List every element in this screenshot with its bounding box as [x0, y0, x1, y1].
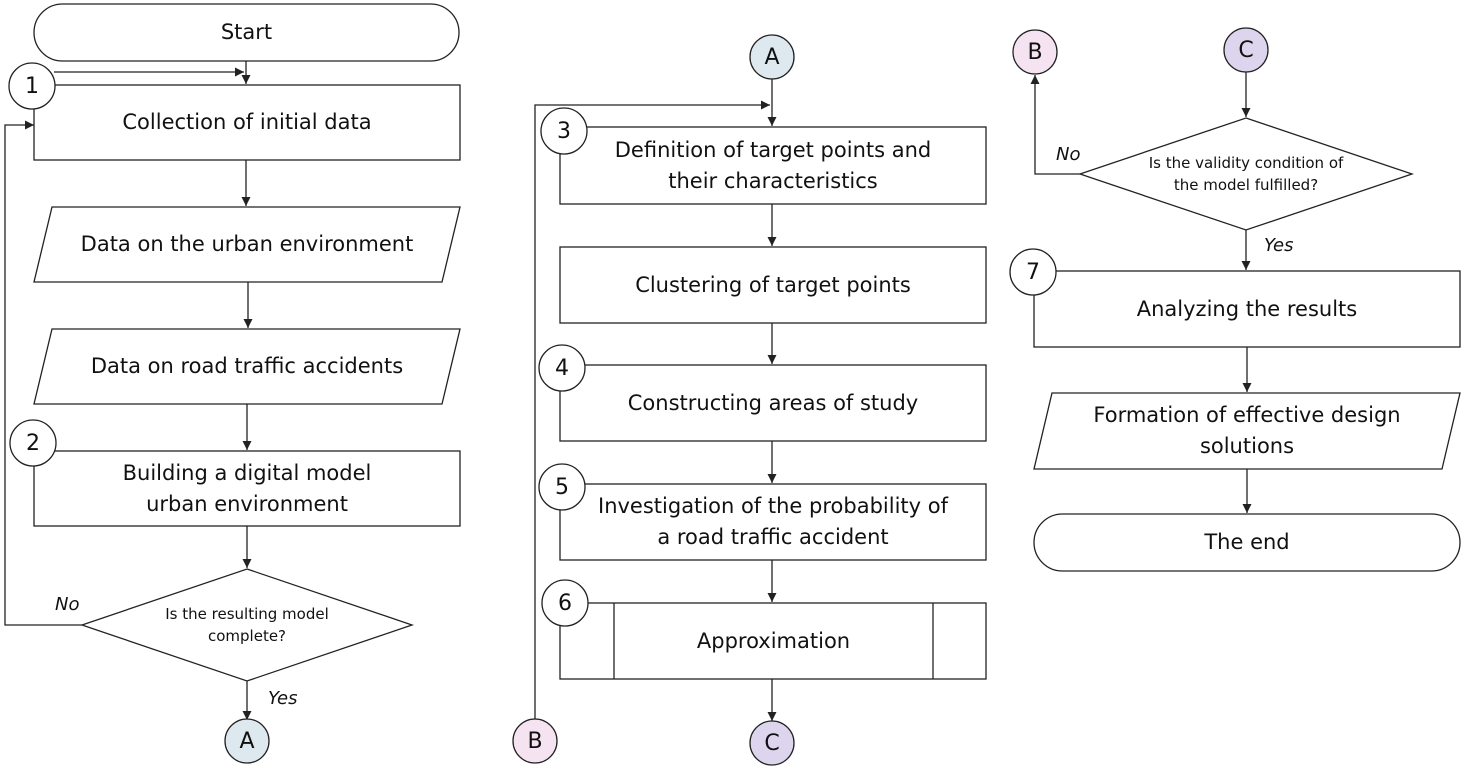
step-1-number: 1 [25, 73, 39, 99]
collect-data-label: Collection of initial data [122, 110, 372, 134]
validity-question: Is the validity condition of the model f… [1148, 154, 1344, 194]
clustering-box [559, 246, 987, 324]
connector-b-bottom [512, 718, 558, 764]
step-4-number: 4 [555, 355, 569, 381]
analyze-box [1033, 270, 1461, 348]
probability-box [559, 483, 987, 561]
no-label-model: No [55, 593, 80, 615]
accident-data-parallelogram [33, 328, 461, 405]
step-3-circle [540, 107, 588, 155]
end-terminal [1033, 513, 1461, 572]
accident-data-label: Data on road traffic accidents [90, 354, 404, 378]
step-6-number: 6 [558, 590, 572, 616]
connector-c-bottom-label: C [764, 730, 780, 756]
probability-label: Investigation of the probability of a ro… [598, 494, 948, 549]
study-areas-label: Constructing areas of study [627, 390, 919, 415]
connector-b-bottom-label: B [527, 728, 543, 754]
step-7-circle [1009, 248, 1057, 296]
connector-a-top-label: A [764, 44, 780, 70]
connector-b-top [1012, 29, 1058, 75]
yes-label-validity: Yes [1264, 234, 1294, 256]
step-2-number: 2 [26, 430, 40, 456]
step-3-number: 3 [557, 118, 571, 144]
no-label-validity: No [1056, 143, 1081, 165]
approximation-subprocess [559, 602, 987, 680]
design-solutions-label: Formation of effective design solutions [1093, 403, 1401, 458]
target-points-label: Definition of target points and their ch… [614, 137, 932, 193]
step-4-circle [538, 344, 586, 392]
step-6-circle [541, 579, 589, 627]
connector-b-top-label: B [1027, 39, 1043, 65]
step-5-circle [538, 463, 586, 511]
connector-a-bottom-label: A [239, 728, 255, 754]
connector-c-top-label: C [1238, 37, 1254, 63]
connector-a-bottom [224, 718, 270, 764]
start-label: Start [220, 20, 273, 44]
yes-label-model: Yes [268, 687, 298, 709]
collect-data-box [33, 84, 461, 161]
design-solutions-parallelogram [1033, 392, 1461, 470]
build-model-label: Building a digital model urban environme… [122, 460, 372, 516]
analyze-label: Analyzing the results [1136, 296, 1358, 321]
connector-c-bottom [749, 720, 795, 766]
step-7-number: 7 [1026, 259, 1040, 285]
study-areas-box [559, 364, 987, 442]
target-points-box [559, 126, 987, 205]
urban-data-label: Data on the urban environment [80, 232, 414, 256]
end-label: The end [1204, 530, 1290, 554]
step-5-number: 5 [555, 474, 569, 500]
approximation-label: Approximation [696, 628, 851, 653]
model-complete-question: Is the resulting model complete? [165, 605, 329, 645]
clustering-label: Clustering of target points [635, 272, 911, 297]
step-1-circle [8, 62, 56, 110]
step-2-circle [9, 419, 57, 467]
urban-data-parallelogram [33, 206, 461, 283]
